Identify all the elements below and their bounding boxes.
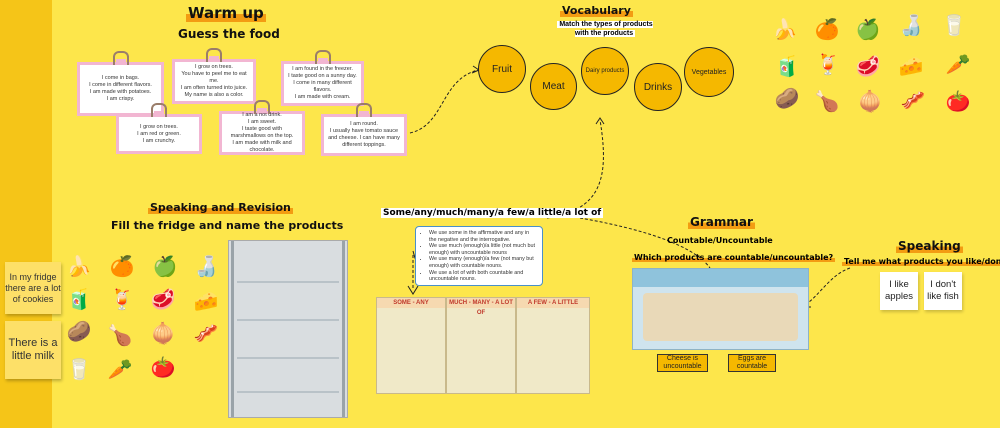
grammar-game-image[interactable] [632,268,809,350]
clip-icon [356,103,372,117]
fridge-shelf [237,281,339,283]
riddle-card[interactable]: I am round.I usually have tomato sauce a… [321,103,407,156]
vocabulary-instruction: Match the types of products with the pro… [557,21,653,37]
grammar-note[interactable]: Eggs are countable [728,354,776,372]
carrots-icon[interactable]: 🥕 [107,359,133,381]
warmup-subtitle: Guess the food [178,27,280,41]
grammar-note[interactable]: Cheese is uncountable [657,354,708,372]
speaking-note[interactable]: I like apples [880,272,918,310]
quantifiers-title: Some/any/much/many/a few/a little/a lot … [381,208,604,218]
clip-icon [206,48,222,62]
speaking-prompt: Tell me what products you like/don't lik… [842,257,1000,266]
fridge-shelf [237,357,339,359]
worksheet-header: A FEW - A LITTLE [517,298,589,308]
worksheet-header: MUCH - MANY - A LOT OF [447,298,515,316]
clip-icon [112,51,129,65]
vocabulary-title: Vocabulary [560,4,633,17]
quantifiers-rules: We use some in the affirmative and any i… [415,226,543,286]
clip-icon [314,50,331,64]
speaking-revision-subtitle: Fill the fridge and name the products [111,219,344,232]
cheese-icon[interactable]: 🧀 [898,56,924,78]
clip-icon [151,103,167,117]
tomato-icon[interactable]: 🍅 [945,91,971,113]
fridge-shelf [237,391,339,393]
onion-icon[interactable]: 🧅 [857,91,883,113]
riddle-card[interactable]: I am found in the freezer.I taste good o… [281,50,364,106]
sticky-note[interactable]: There is a little milk [5,321,61,379]
grammar-question: Which products are countable/uncountable… [632,253,836,262]
juice-glass-icon[interactable]: 🧃 [66,289,92,311]
orange-icon[interactable]: 🍊 [814,19,840,41]
rule-item: We use much (enough)/a little (not much … [429,243,538,256]
game-board [643,293,798,341]
meat-icon[interactable]: 🥩 [150,289,176,311]
worksheet-header: SOME - ANY [377,298,445,308]
category-bubble[interactable]: Drinks [634,63,682,111]
carrots-icon[interactable]: 🥕 [945,54,971,76]
clip-icon [254,100,270,114]
grammar-title: Grammar [688,215,755,229]
riddle-card[interactable]: I come in bags.I come in different flavo… [77,51,164,116]
juice-icon[interactable]: 🍹 [109,289,135,311]
cheese-icon[interactable]: 🧀 [193,291,219,313]
fridge-image[interactable] [228,240,348,418]
category-bubble[interactable]: Meat [530,63,577,110]
milk-bottle-icon[interactable]: 🥛 [66,359,92,381]
banana-icon[interactable]: 🍌 [772,19,798,41]
chicken-icon[interactable]: 🍗 [814,91,840,113]
water-bottle-icon[interactable]: 🍶 [193,256,219,278]
worksheet[interactable]: MUCH - MANY - A LOT OF [446,297,516,394]
juice-icon[interactable]: 🍹 [815,54,841,76]
speaking-note[interactable]: I don't like fish [924,272,962,310]
fridge-hinge [231,241,234,417]
category-bubble[interactable]: Fruit [478,45,526,93]
fridge-hinge [342,241,345,417]
sticky-note[interactable]: In my fridge there are a lot of cookies [5,262,61,314]
potato-icon[interactable]: 🥔 [66,321,92,343]
tomato-icon[interactable]: 🍅 [150,357,176,379]
worksheet[interactable]: A FEW - A LITTLE [516,297,590,394]
speaking-title: Speaking [896,239,963,253]
juice-glass-icon[interactable]: 🧃 [774,56,800,78]
rule-item: We use some in the affirmative and any i… [429,230,538,243]
potato-icon[interactable]: 🥔 [774,88,800,110]
onion-icon[interactable]: 🧅 [150,323,176,345]
apple-icon[interactable]: 🍏 [152,256,178,278]
bacon-icon[interactable]: 🥓 [900,90,926,112]
riddle-card[interactable]: I am a hot drink.I am sweet.I taste good… [219,100,305,155]
chicken-icon[interactable]: 🍗 [107,325,133,347]
riddle-card[interactable]: I grow on trees.I am red or green.I am c… [116,103,202,154]
milk-bottle-icon[interactable]: 🥛 [941,15,967,37]
game-header [633,269,808,287]
banana-icon[interactable]: 🍌 [66,256,92,278]
fridge-shelf [237,319,339,321]
worksheet[interactable]: SOME - ANY [376,297,446,394]
meat-icon[interactable]: 🥩 [855,56,881,78]
orange-icon[interactable]: 🍊 [109,256,135,278]
category-bubble[interactable]: Vegetables [684,47,734,97]
riddle-card[interactable]: I grow on trees.You have to peel me to e… [172,48,256,104]
category-bubble[interactable]: Dairy products [581,47,629,95]
grammar-subtitle: Countable/Uncountable [667,236,773,245]
rule-item: We use a lot of with both countable and … [429,270,538,283]
bacon-icon[interactable]: 🥓 [193,323,219,345]
warmup-title: Warm up [186,4,266,22]
rule-item: We use many (enough)/a few (not many but… [429,256,538,269]
water-bottle-icon[interactable]: 🍶 [898,15,924,37]
apple-icon[interactable]: 🍏 [855,19,881,41]
speaking-revision-title: Speaking and Revision [148,201,293,214]
